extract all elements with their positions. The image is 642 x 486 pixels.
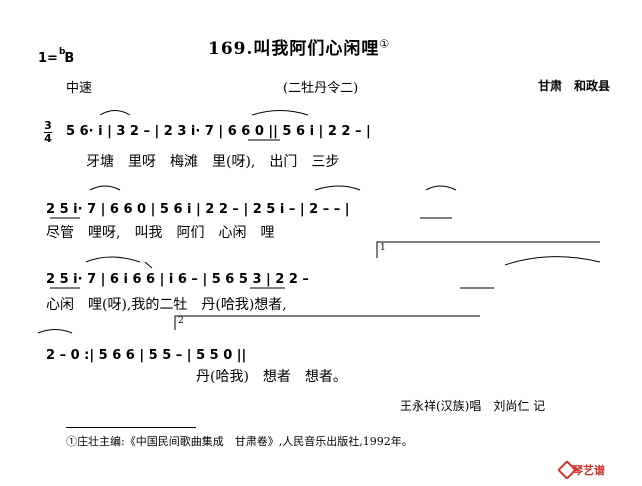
footnote-marker: ① bbox=[379, 37, 391, 51]
slur bbox=[99, 110, 131, 116]
volta-1-label: 1 bbox=[380, 243, 386, 253]
region-label: 甘肃 和政县 bbox=[538, 79, 611, 93]
notation-line-4: 2 – 0 :| 5 6 6 | 5 5 – | 5 5 0 || bbox=[46, 348, 247, 363]
key-signature: 1=bB bbox=[38, 47, 75, 66]
slur bbox=[504, 256, 601, 266]
footnote-divider bbox=[66, 427, 196, 428]
volta-2-label: 2 bbox=[178, 316, 184, 326]
slur bbox=[251, 110, 309, 116]
lyrics-line-3: 心闲 哩(呀),我的二牡 丹(哈我)想者, bbox=[46, 297, 287, 313]
lyrics-line-2: 尽管 哩呀, 叫我 阿们 心闲 哩 bbox=[46, 225, 275, 241]
slur bbox=[85, 256, 141, 263]
notation-line-2: 2 5 i· 7 | 6 6 0 | 5 6 i | 2 2 – | 2 5 i… bbox=[46, 202, 350, 217]
lyrics-line-1: 牙塘 里呀 梅滩 里(呀), 出门 三步 bbox=[86, 154, 340, 170]
tune-subtitle: (二牡丹令二) bbox=[283, 81, 359, 96]
watermark-text: 琴艺谱 bbox=[572, 464, 605, 477]
time-signature: 3 4 bbox=[44, 119, 52, 145]
volta-bracket-2 bbox=[174, 315, 480, 330]
tempo-marking: 中速 bbox=[66, 81, 93, 96]
notation-line-1: 5 6· i | 3 2 – | 2 3 i· 7 | 6 6 0 || 5 6… bbox=[66, 124, 371, 139]
slur bbox=[37, 329, 73, 334]
notation-line-3: 2 5 i· 7 | 6 i 6 6 | i 6 – | 5 6 5 3 | 2… bbox=[46, 272, 309, 287]
song-title: 169.叫我阿们心闲哩① bbox=[208, 37, 391, 59]
performer-credit: 王永祥(汉族)唱 刘尚仁 记 bbox=[400, 399, 546, 413]
slur bbox=[144, 261, 153, 269]
footnote: ①庄壮主编:《中国民间歌曲集成 甘肃卷》,人民音乐出版社,1992年。 bbox=[66, 435, 413, 448]
slur bbox=[425, 185, 457, 191]
slur bbox=[89, 185, 121, 191]
slur bbox=[314, 185, 361, 191]
lyrics-line-4: 丹(哈我) 想者 想者。 bbox=[196, 369, 347, 385]
volta-bracket-1 bbox=[376, 241, 600, 258]
